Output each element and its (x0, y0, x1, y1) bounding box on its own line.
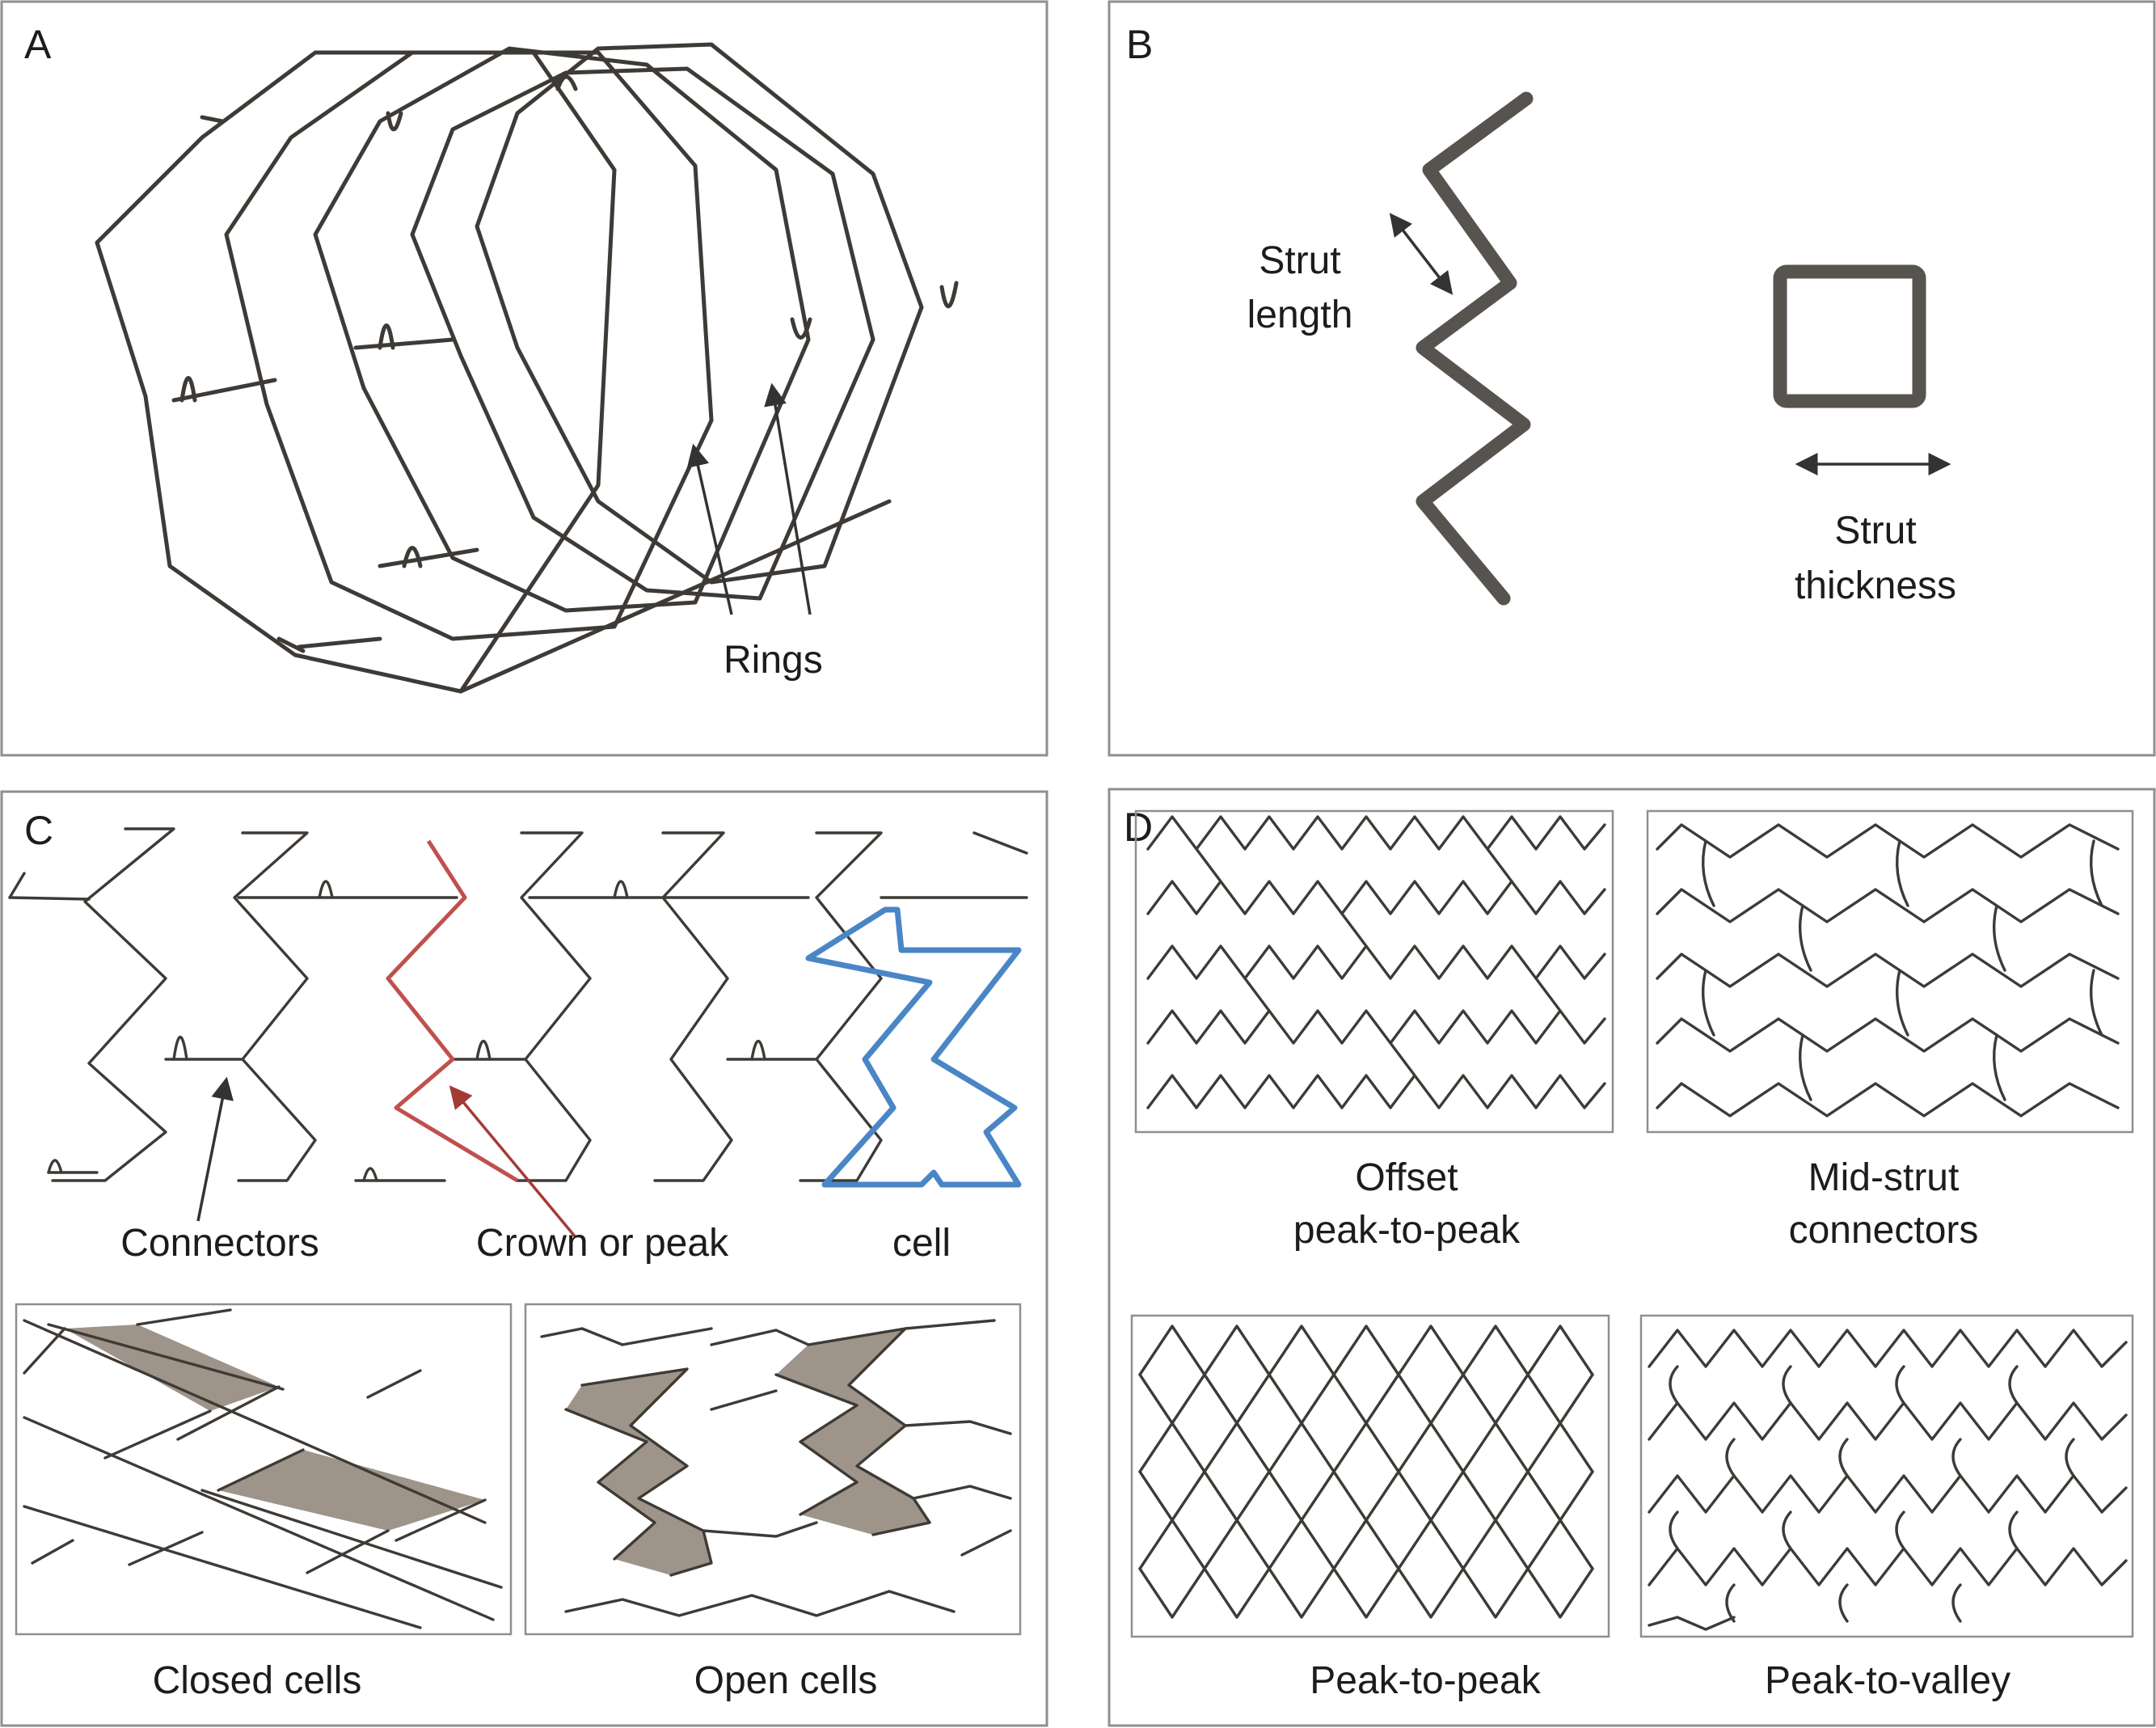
midstrut-label-2: connectors (1789, 1209, 1979, 1252)
crown-label: Crown or peak (476, 1222, 729, 1265)
panel-a-frame (0, 0, 1048, 757)
closed-cells-frame (15, 1303, 513, 1636)
midstrut-label-1: Mid-strut (1808, 1156, 1960, 1199)
peak-to-valley-label: Peak-to-valley (1765, 1659, 2010, 1702)
open-cell-fill-1 (566, 1369, 711, 1575)
open-cells-drawing (540, 1319, 1012, 1617)
peak-to-valley-pattern (1648, 1329, 2128, 1631)
strut-thickness-label-1: Strut (1834, 509, 1916, 552)
crown-arrow (449, 1085, 577, 1239)
peak-to-peak-frame (1130, 1314, 1610, 1638)
rings-arrow-1 (686, 443, 733, 615)
rings-arrow-2 (764, 382, 812, 615)
peak-to-valley-frame (1639, 1314, 2134, 1638)
open-cell-fill-2 (776, 1329, 930, 1535)
strut-length-arrow (1389, 213, 1454, 295)
closed-cells-label: Closed cells (153, 1659, 362, 1702)
open-cells-frame (524, 1303, 1022, 1636)
panel-b: B Strut length Strut thickness (1108, 0, 2156, 757)
base-line (458, 499, 892, 694)
peak-to-peak-pattern (1138, 1325, 1594, 1619)
panel-d: D Offset peak-to-peak (1108, 788, 2156, 1727)
strut-thickness-label-2: thickness (1795, 564, 1956, 607)
panel-a-letter: A (24, 22, 52, 67)
stent-rings-drawing (95, 42, 959, 694)
strut-zigzag (1416, 91, 1534, 606)
strut-length-label-2: length (1247, 294, 1353, 336)
rings-label: Rings (724, 639, 823, 682)
offset-label-1: Offset (1355, 1156, 1458, 1199)
panel-d-frame (1108, 788, 2156, 1727)
mid-strut-connectors-pattern (1656, 823, 2120, 1117)
peak-to-peak-label: Peak-to-peak (1310, 1659, 1541, 1702)
strut-length-label-1: Strut (1259, 239, 1340, 282)
closed-cell-fill-2 (218, 1450, 485, 1531)
cell-highlight (805, 906, 1022, 1188)
mid-strut-connectors-frame (1646, 809, 2134, 1134)
cell-label: cell (892, 1222, 951, 1265)
panel-b-letter: B (1126, 22, 1153, 67)
connectors-arrow (196, 1076, 234, 1222)
offset-peak-to-peak-pattern (1146, 815, 1606, 1109)
panel-a: A Rings (0, 0, 1048, 757)
open-cell-strip (8, 827, 1028, 1182)
panel-b-frame (1108, 0, 2156, 757)
strut-cross-section (1773, 264, 1926, 408)
crown-highlight (386, 839, 519, 1183)
closed-cells-drawing (23, 1308, 503, 1629)
panel-c: C Con (0, 790, 1048, 1727)
open-cells-label: Open cells (694, 1659, 878, 1702)
connectors-label: Connectors (120, 1222, 319, 1265)
closed-cell-fill-1 (65, 1325, 279, 1411)
panel-d-letter: D (1124, 805, 1153, 850)
offset-peak-to-peak-frame (1134, 809, 1614, 1134)
panel-c-frame (0, 790, 1048, 1727)
offset-label-2: peak-to-peak (1293, 1209, 1521, 1252)
panel-c-letter: C (24, 808, 53, 853)
